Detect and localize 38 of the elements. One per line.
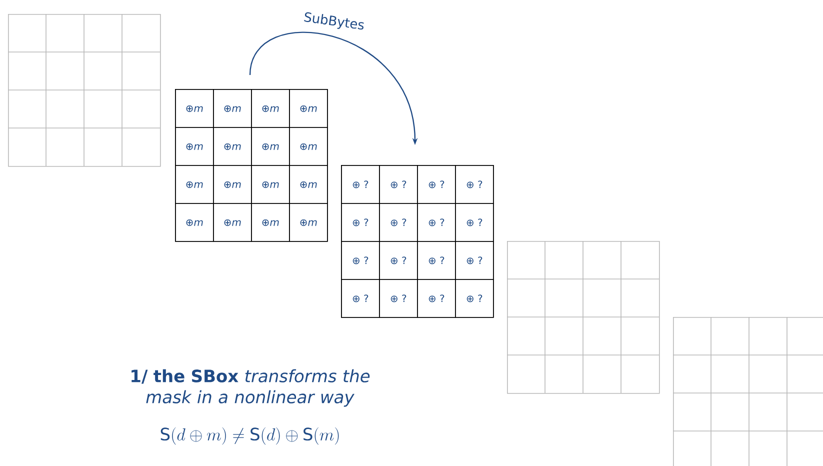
grid-cell: ⊕m [175, 89, 214, 128]
grid-cell: ⊕ ? [417, 279, 456, 318]
grid-cell: ⊕ ? [455, 279, 494, 318]
grid-cell: ⊕ ? [379, 241, 418, 280]
grid-cell: ⊕m [175, 127, 214, 166]
grid-cell: ⊕m [175, 203, 214, 242]
caption-text: 1/ the SBox transforms the mask in a nonlinear way [132, 369, 370, 407]
grid-cell: ⊕ ? [341, 165, 380, 204]
empty-grid-drawing [672, 316, 823, 466]
grid-cell: ⊕m [289, 127, 328, 166]
grid-cell: ⊕ ? [417, 203, 456, 242]
grid-cell: ⊕ ? [341, 203, 380, 242]
grid-cell: ⊕ ? [379, 165, 418, 204]
grid-cell: ⊕m [251, 89, 290, 128]
grid-cell: ⊕m [213, 203, 252, 242]
formula: $\mathrm{S}(d \oplus m) \neq \mathrm{S}(d) \oplus \mathrm{S}(m)$ [160, 427, 339, 445]
grid-cell: ⊕ ? [417, 241, 456, 280]
grid-cell: ⊕m [289, 89, 328, 128]
grid-cell: ⊕ ? [379, 203, 418, 242]
grid-cell: ⊕m [213, 127, 252, 166]
grid-cell: ⊕m [289, 203, 328, 242]
grid-cell: ⊕ ? [455, 203, 494, 242]
empty-grid-drawing [506, 240, 660, 394]
grid-cell: ⊕ ? [379, 279, 418, 318]
grid-cell: ⊕m [213, 89, 252, 128]
empty-grid-drawing [8, 14, 161, 167]
grid-cell: ⊕m [289, 165, 328, 204]
grid-cell: ⊕m [213, 165, 252, 204]
grid-cell: ⊕ ? [417, 165, 456, 204]
grid-cell: ⊕m [175, 165, 214, 204]
grid-cell: ⊕m [251, 127, 290, 166]
grid-cell: ⊕m [251, 203, 290, 242]
grid-cell: ⊕ ? [455, 165, 494, 204]
edge-label: SubBytes [304, 12, 364, 30]
grid-cell: ⊕ ? [341, 241, 380, 280]
grid-cell: ⊕ ? [341, 279, 380, 318]
grid-cell: ⊕ ? [455, 241, 494, 280]
grid-cell: ⊕m [251, 165, 290, 204]
